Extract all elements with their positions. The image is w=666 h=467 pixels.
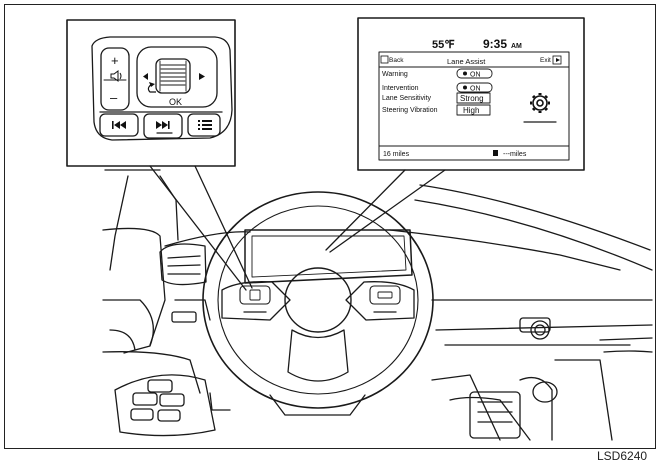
exit-icon xyxy=(552,55,562,65)
window-switch-panel xyxy=(114,374,216,437)
next-track-button xyxy=(143,113,183,139)
wheel-left-switch xyxy=(239,285,271,305)
figure-code: LSD6240 xyxy=(597,449,648,463)
gear-icon[interactable] xyxy=(530,93,550,113)
figure-frame xyxy=(4,4,656,449)
ok-pad xyxy=(136,46,218,108)
row-intervention[interactable]: Intervention ON xyxy=(382,85,481,93)
back-label: Back xyxy=(389,57,404,64)
toggle-dot-icon xyxy=(463,71,467,76)
back-button[interactable]: Back xyxy=(380,55,404,64)
row-warning[interactable]: Warning ON xyxy=(382,71,481,79)
row-lane-sensitivity[interactable]: Lane Sensitivity Strong xyxy=(382,94,484,103)
row-label: Steering Vibration xyxy=(382,107,438,114)
left-arrow-icon xyxy=(143,73,148,80)
next-track-icon xyxy=(156,121,170,129)
menu-button xyxy=(187,113,221,137)
right-arrow-icon xyxy=(199,73,205,80)
switch-callout-box xyxy=(66,19,236,167)
clock-ampm: AM xyxy=(511,43,522,50)
row-label: Intervention xyxy=(382,85,419,92)
minus-label: – xyxy=(110,90,118,105)
row-value: High xyxy=(463,106,479,115)
row-label: Warning xyxy=(382,71,408,78)
svg-text:–: – xyxy=(110,90,118,105)
row-label: Lane Sensitivity xyxy=(382,95,432,102)
instrument-cluster xyxy=(244,229,413,284)
row-value: Strong xyxy=(460,94,484,103)
thumbwheel xyxy=(155,58,191,94)
row-value: ON xyxy=(470,72,481,79)
switch-housing xyxy=(91,36,233,141)
prev-track-icon xyxy=(112,121,126,129)
back-curve-icon xyxy=(147,82,156,93)
speaker-icon xyxy=(110,70,122,82)
ok-label: OK xyxy=(169,97,182,107)
fuel-icon xyxy=(493,150,498,156)
menu-list-icon xyxy=(198,120,212,130)
left-air-vent xyxy=(159,243,207,286)
wheel-right-switch xyxy=(369,285,401,305)
row-value: ON xyxy=(470,86,481,93)
display-callout-box xyxy=(357,17,585,171)
temperature-readout: 55℉ xyxy=(432,39,455,51)
screen-title: Lane Assist xyxy=(447,57,486,66)
steering-hub xyxy=(284,267,352,333)
steering-wheel xyxy=(202,191,434,409)
exit-label: Exit xyxy=(540,57,551,64)
exit-button[interactable]: Exit xyxy=(540,55,562,65)
volume-rocker xyxy=(100,47,130,111)
range-right: ---miles xyxy=(503,151,527,158)
plus-label: + xyxy=(111,53,119,68)
screen-panel xyxy=(378,51,570,161)
clock-time: 9:35 xyxy=(483,37,507,51)
toggle-dot-icon xyxy=(463,85,467,90)
row-steering-vibration[interactable]: Steering Vibration High xyxy=(382,106,479,115)
back-icon xyxy=(380,55,389,64)
prev-track-button xyxy=(99,113,139,137)
svg-text:+: + xyxy=(111,53,119,68)
range-left: 16 miles xyxy=(383,151,410,158)
